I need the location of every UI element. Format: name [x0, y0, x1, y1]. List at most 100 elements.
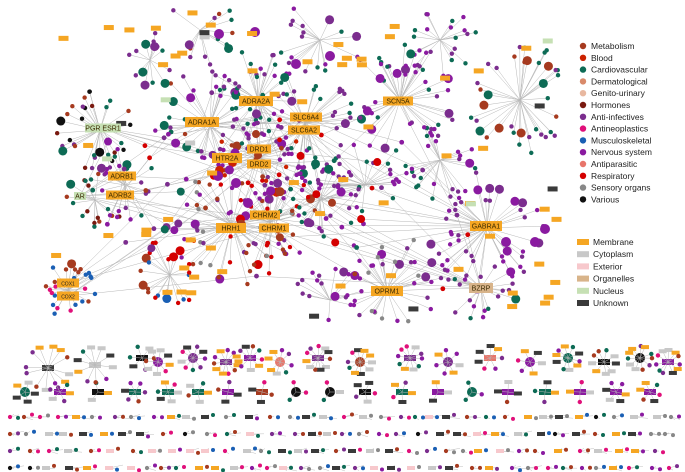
drug-node: [233, 90, 239, 95]
legend-label: Nucleus: [593, 286, 624, 296]
target-node: [278, 449, 286, 453]
drug-node: [46, 448, 52, 454]
target-node: [186, 383, 195, 388]
edge: [384, 99, 401, 149]
drug-node: [554, 464, 558, 469]
drug-node: [307, 293, 312, 299]
drug-node: [220, 132, 226, 138]
drug-node: [130, 448, 136, 454]
drug-node: [262, 380, 267, 385]
drug-node: [465, 31, 470, 37]
drug-node: [143, 358, 149, 364]
target-node: [504, 380, 513, 385]
drug-node: [336, 154, 341, 159]
hub-box: [288, 125, 320, 135]
drug-node: [232, 141, 242, 151]
edge: [124, 184, 142, 216]
drug-node: [279, 109, 285, 114]
legend-swatch-metabolism: [579, 42, 587, 50]
legend-label: Sensory organs: [591, 183, 651, 193]
drug-node: [425, 143, 431, 149]
target-node: [425, 415, 433, 419]
drug-node: [150, 80, 155, 85]
drug-node: [502, 414, 508, 420]
target-node: [565, 367, 574, 372]
drug-node: [283, 370, 289, 375]
drug-node: [548, 129, 553, 135]
target-node: [234, 359, 243, 364]
drug-node: [536, 60, 542, 66]
drug-node: [369, 413, 373, 418]
target-node: [106, 449, 114, 453]
drug-node: [230, 124, 236, 129]
drug-node: [170, 226, 179, 235]
edge: [136, 50, 151, 61]
drug-node: [269, 392, 274, 397]
hub-box: [74, 192, 86, 200]
drug-node: [213, 433, 217, 438]
drug-node: [159, 120, 169, 130]
drug-node: [212, 15, 217, 21]
edge: [67, 288, 86, 291]
drug-node: [454, 212, 460, 218]
drug-node: [364, 159, 369, 164]
drug-node: [446, 208, 452, 213]
drug-node: [197, 192, 202, 197]
edge: [26, 367, 49, 374]
drug-node: [428, 49, 433, 54]
drug-node: [619, 381, 625, 387]
drug-node: [128, 217, 133, 222]
drug-node: [207, 62, 213, 67]
drug-node: [153, 128, 158, 133]
drug-node: [379, 244, 385, 250]
drug-node: [43, 284, 49, 289]
drug-node: [239, 181, 245, 186]
target-node: [233, 392, 242, 397]
target-node: [592, 369, 601, 374]
target-node: [473, 68, 484, 74]
drug-node: [501, 432, 505, 437]
drug-node: [416, 363, 421, 369]
drug-node: [134, 48, 139, 54]
drug-node: [151, 226, 157, 232]
drug-node: [83, 272, 88, 277]
drug-node: [542, 399, 547, 405]
target-node: [267, 368, 276, 373]
drug-node: [540, 224, 550, 234]
drug-node: [318, 96, 323, 102]
drug-node: [298, 171, 303, 176]
drug-node: [458, 199, 464, 205]
target-node: [539, 206, 550, 212]
edge: [119, 194, 278, 232]
drug-node: [85, 209, 90, 214]
target-node: [41, 387, 50, 392]
drug-node: [588, 465, 592, 470]
target-node: [30, 391, 39, 396]
edge: [257, 55, 274, 101]
drug-node: [290, 18, 295, 23]
drug-node: [348, 101, 354, 106]
hub-htr2a: HTR2A: [212, 153, 242, 163]
target-node: [321, 365, 330, 370]
drug-node: [353, 192, 358, 198]
drug-node: [50, 265, 56, 270]
target-node: [356, 62, 367, 68]
legend-label: Nervous system: [591, 147, 652, 157]
drug-node: [227, 8, 232, 13]
drug-node: [450, 117, 455, 123]
drug-node: [52, 463, 56, 468]
legend-label: Anti-infectives: [591, 112, 644, 122]
edge: [67, 277, 92, 291]
target-node: [341, 55, 352, 61]
drug-node: [450, 18, 455, 24]
target-node: [247, 31, 258, 37]
drug-node: [469, 450, 473, 455]
edge: [67, 247, 152, 284]
edge: [183, 76, 211, 126]
drug-node: [350, 412, 354, 417]
drug-node: [453, 310, 458, 315]
edge: [94, 199, 99, 218]
drug-node: [325, 15, 335, 25]
drug-node: [30, 412, 34, 417]
drug-node: [553, 67, 558, 73]
